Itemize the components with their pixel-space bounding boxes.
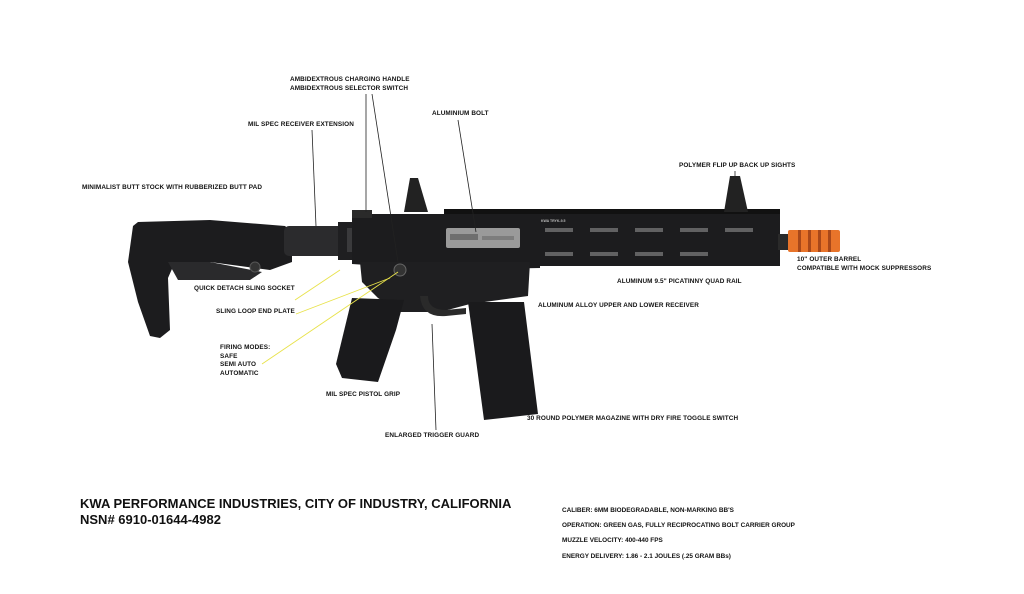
firing-modes-label: FIRING MODES: SAFE SEMI AUTO AUTOMATIC xyxy=(220,344,271,377)
trigger-guard-label: ENLARGED TRIGGER GUARD xyxy=(385,432,480,439)
trigger-guard xyxy=(420,296,466,317)
spec-operation: OPERATION: GREEN GAS, FULLY RECIPROCATIN… xyxy=(562,522,795,529)
quad-rail xyxy=(536,214,780,266)
quad-rail-label: ALUMINUM 9.5" PICATINNY QUAD RAIL xyxy=(617,278,742,285)
company-name: KWA PERFORMANCE INDUSTRIES, CITY OF INDU… xyxy=(80,496,512,511)
receiver-extension-label: MIL SPEC RECEIVER EXTENSION xyxy=(248,121,354,128)
charging-handle-label: AMBIDEXTROUS CHARGING HANDLE AMBIDEXTROU… xyxy=(290,76,410,92)
leader-lines xyxy=(311,93,736,431)
rifle-illustration xyxy=(128,176,840,420)
magazine xyxy=(468,302,538,420)
nsn-number: NSN# 6910-01644-4982 xyxy=(80,512,221,527)
sights-label: POLYMER FLIP UP BACK UP SIGHTS xyxy=(679,162,796,169)
spec-energy: ENERGY DELIVERY: 1.86 - 2.1 JOULES (.25 … xyxy=(562,553,731,560)
pistol-grip xyxy=(336,298,404,382)
pistol-grip-label: MIL SPEC PISTOL GRIP xyxy=(326,391,401,398)
muzzle-device xyxy=(788,230,840,252)
outer-barrel xyxy=(778,234,790,250)
sling-plate-label: SLING LOOP END PLATE xyxy=(216,308,295,315)
barrel-label: 10" OUTER BARREL COMPATIBLE WITH MOCK SU… xyxy=(797,256,932,272)
receiver-label: ALUMINUM ALLOY UPPER AND LOWER RECEIVER xyxy=(538,302,699,309)
butt-stock xyxy=(128,220,292,338)
spec-caliber: CALIBER: 6MM BIODEGRADABLE, NON-MARKING … xyxy=(562,507,734,514)
rifle-marking: KWA TRYK-9.5 xyxy=(541,219,565,223)
stock-label: MINIMALIST BUTT STOCK WITH RUBBERIZED BU… xyxy=(82,184,263,191)
sling-socket-label: QUICK DETACH SLING SOCKET xyxy=(194,285,295,292)
spec-velocity: MUZZLE VELOCITY: 400-440 FPS xyxy=(562,537,663,544)
bolt-label: ALUMINIUM BOLT xyxy=(432,110,489,117)
yellow-leader-lines xyxy=(261,269,399,365)
magazine-label: 30 ROUND POLYMER MAGAZINE WITH DRY FIRE … xyxy=(527,415,739,422)
